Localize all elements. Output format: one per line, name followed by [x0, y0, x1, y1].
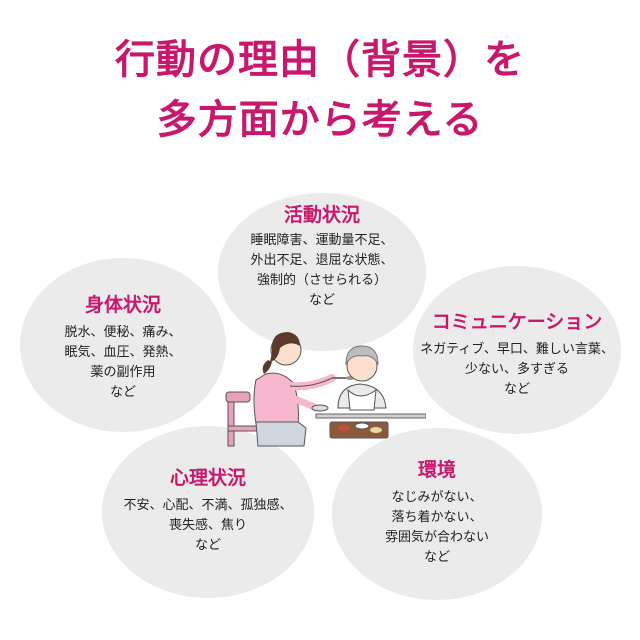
bubble-physical-status: 身体状況 脱水、便秘、痛み、 眠気、血圧、発熱、 薬の副作用 など [20, 258, 226, 432]
bubble-body: ネガティブ、早口、難しい言葉、 少ない、多すぎる など [420, 340, 614, 400]
page-title-line-1: 行動の理由（背景）を [115, 37, 525, 83]
bubble-line: 落ち着かない、 [391, 510, 483, 525]
bubble-title: 心理状況 [169, 467, 246, 489]
bubble-psychological-status: 心理状況 不安、心配、不満、孤独感、 喪失感、焦り など [102, 426, 314, 598]
bubble-body: なじみがない、 落ち着かない、 雰囲気が合わない など [385, 488, 489, 568]
caregiver-feeding-illustration [225, 332, 427, 447]
bubble-line: 脱水、便秘、痛み、 [64, 325, 182, 340]
bubble-line: 少ない、多すぎる [464, 362, 569, 377]
bubble-body: 不安、心配、不満、孤独感、 喪失感、焦り など [123, 496, 292, 556]
bubble-environment: 環境 なじみがない、 落ち着かない、 雰囲気が合わない など [332, 428, 542, 600]
bubble-title: 身体状況 [84, 294, 161, 316]
bubble-line: 不安、心配、不満、孤独感、 [123, 498, 293, 513]
bubble-title: コミュニケーション [431, 311, 603, 333]
bubble-line: 喪失感、焦り [168, 518, 247, 533]
feeding-illustration [220, 318, 427, 448]
bubble-line: など [109, 385, 136, 400]
bubble-line: 強制的（させられる） [256, 273, 387, 288]
bubble-line: ネガティブ、早口、難しい言葉、 [420, 342, 614, 357]
bubble-line: なじみがない、 [391, 490, 483, 505]
bubble-communication: コミュニケーション ネガティブ、早口、難しい言葉、 少ない、多すぎる など [413, 266, 621, 434]
bubble-line: など [308, 293, 335, 308]
bubble-line: 睡眠障害、運動量不足、 [250, 233, 394, 248]
bubble-line: 薬の副作用 [90, 365, 156, 380]
bubble-line: など [423, 550, 450, 565]
bubble-line: 眠気、血圧、発熱、 [64, 345, 182, 360]
bubble-body: 睡眠障害、運動量不足、 外出不足、退屈な状態、 強制的（させられる） など [250, 231, 393, 311]
bubble-line: 外出不足、退屈な状態、 [250, 253, 394, 268]
page-title-line-2: 多方面から考える [156, 97, 484, 143]
bubble-line: など [503, 382, 530, 397]
bubble-body: 脱水、便秘、痛み、 眠気、血圧、発熱、 薬の副作用 など [64, 323, 181, 403]
bubble-title: 環境 [417, 459, 456, 481]
bubble-activity-status: 活動状況 睡眠障害、運動量不足、 外出不足、退屈な状態、 強制的（させられる） … [218, 193, 426, 351]
bubble-title: 活動状況 [283, 204, 360, 226]
bubble-line: など [194, 538, 221, 553]
bubble-line: 雰囲気が合わない [384, 530, 489, 545]
